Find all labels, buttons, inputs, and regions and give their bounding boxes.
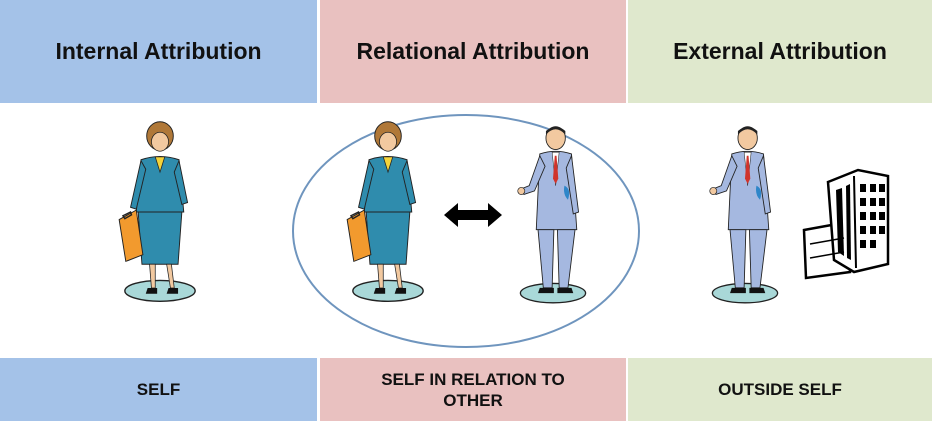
footer-outside-self: OUTSIDE SELF <box>628 358 932 421</box>
building-icon <box>802 168 890 280</box>
man-figure <box>709 125 779 304</box>
header-internal-attribution: Internal Attribution <box>0 0 317 103</box>
footer-self: SELF <box>0 358 317 421</box>
woman-figure <box>346 121 424 303</box>
relational-ellipse <box>292 114 640 348</box>
double-arrow-icon <box>444 203 502 227</box>
man-figure <box>517 125 587 304</box>
woman-figure <box>118 121 196 303</box>
header-relational-attribution: Relational Attribution <box>320 0 626 103</box>
footer-self-in-relation: SELF IN RELATION TO OTHER <box>320 358 626 421</box>
header-external-attribution: External Attribution <box>628 0 932 103</box>
